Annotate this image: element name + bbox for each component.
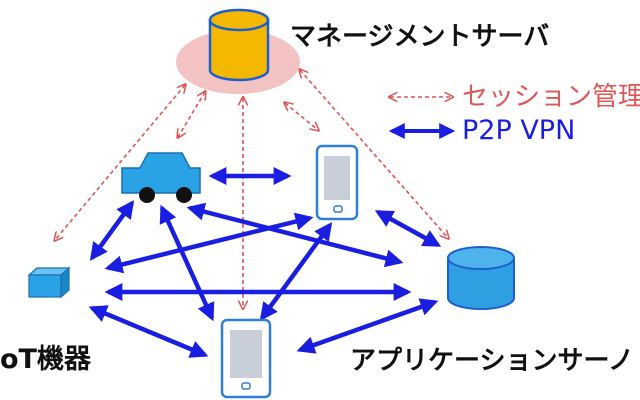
p2p-iot-bottom-phone <box>88 305 209 358</box>
p2p-bottom-phone-app-server <box>296 298 439 354</box>
session-link-iot <box>55 85 185 240</box>
iot-device-icon <box>27 266 71 299</box>
bottom-smartphone-icon <box>220 318 272 399</box>
p2p-top-phone-bottom-phone <box>259 222 333 321</box>
iot-device-label: oT機器 <box>0 344 91 375</box>
session-links <box>55 70 448 308</box>
legend-session-label: セッション管理 <box>462 82 640 112</box>
car-icon <box>121 152 201 203</box>
management-server-icon <box>208 8 270 82</box>
p2p-top-phone-iot <box>104 212 314 274</box>
session-link-app-server <box>300 70 448 238</box>
p2p-car-bottom-phone <box>159 204 215 322</box>
p2p-links <box>88 167 442 358</box>
p2p-top-phone-app-server <box>374 210 442 247</box>
p2p-car-iot <box>89 200 135 261</box>
legend-p2p-label: P2P VPN <box>462 115 576 146</box>
management-server-label: マネージメントサーバ <box>290 22 550 52</box>
app-server-icon <box>447 246 515 310</box>
top-smartphone-icon <box>315 144 359 221</box>
app-server-label: アプリケーションサーノ <box>350 346 634 376</box>
session-link-top-phone <box>285 103 318 130</box>
p2p-car-app-server <box>186 202 404 268</box>
session-link-car <box>178 92 205 137</box>
